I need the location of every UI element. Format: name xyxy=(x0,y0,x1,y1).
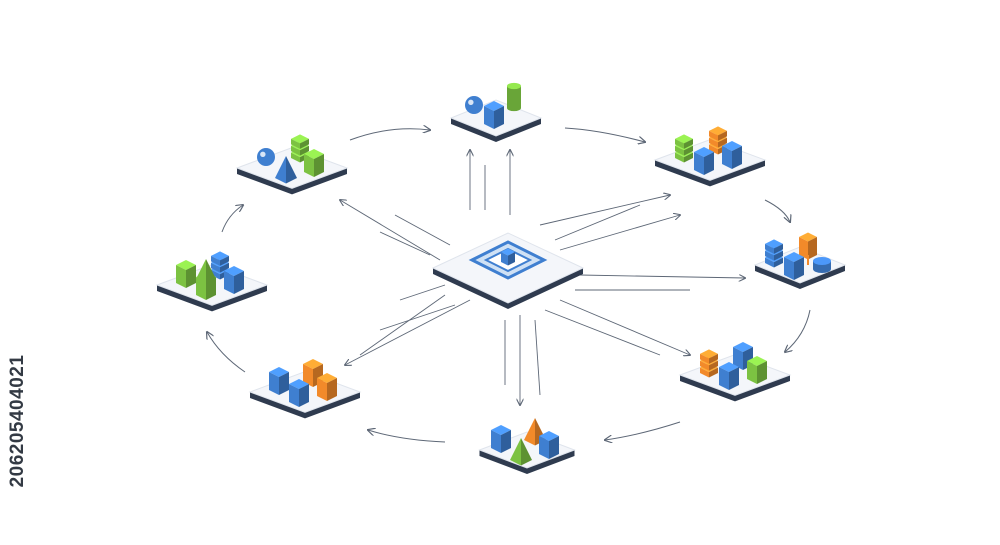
orange-stack-icon-layer xyxy=(709,126,727,141)
platform-side xyxy=(680,375,790,402)
platform-side xyxy=(237,168,347,195)
spoke-line xyxy=(379,231,431,256)
blue-cube-icon xyxy=(289,379,309,407)
blue-cube-icon xyxy=(722,141,742,169)
green-cube-icon xyxy=(304,149,324,177)
node-top-left xyxy=(235,134,349,195)
blue-cube-icon xyxy=(269,367,289,395)
spoke-line xyxy=(379,304,456,331)
blue-pyramid-icon xyxy=(275,156,297,184)
ring-arrow xyxy=(764,199,790,222)
orange-stack-icon-layer xyxy=(700,349,718,364)
stacked-cube-icon xyxy=(501,248,515,266)
blue-box-icon xyxy=(719,362,739,390)
green-cube-icon xyxy=(176,260,196,288)
ring-arrow xyxy=(207,332,246,373)
green-cylinder-icon xyxy=(507,82,521,112)
spoke-line xyxy=(359,294,446,356)
spoke-line xyxy=(539,195,670,226)
green-stack-icon-layer xyxy=(291,134,309,149)
stock-id-label: 206205404021 xyxy=(7,354,28,488)
node-right xyxy=(753,232,847,289)
spoke-line xyxy=(399,284,446,301)
blue-ring-icon xyxy=(465,96,483,114)
spoke-line xyxy=(554,204,641,241)
node-bottom xyxy=(478,418,576,474)
node-bottom-left xyxy=(248,359,362,419)
green-house-icon-roof xyxy=(196,259,216,284)
spoke-line xyxy=(340,200,441,261)
blue-cube-icon xyxy=(484,101,504,129)
central-hub xyxy=(431,232,585,309)
hub-spoke-lines xyxy=(340,150,745,405)
node-left xyxy=(155,251,269,312)
blue-cube-icon xyxy=(491,425,511,453)
blue-cube-icon xyxy=(784,252,804,280)
ring-arrow xyxy=(605,421,681,440)
ring-arrow xyxy=(785,309,811,352)
spoke-line xyxy=(534,319,541,396)
spoke-line xyxy=(559,215,680,251)
blue-box-icon xyxy=(694,147,714,175)
blue-cube-icon xyxy=(224,266,244,294)
platform-side xyxy=(655,160,765,187)
platform-side xyxy=(479,450,575,474)
platform-side xyxy=(250,392,360,419)
ring-arrow xyxy=(349,129,430,141)
node-top xyxy=(449,82,543,142)
platform-side xyxy=(755,265,845,289)
spoke-line xyxy=(394,214,451,246)
blue-stack-icon-layer xyxy=(765,239,783,254)
orange-tag-icon xyxy=(799,232,817,265)
blue-stack-icon-layer xyxy=(211,251,229,266)
green-stack-icon-layer xyxy=(675,134,693,149)
spoke-line xyxy=(345,299,471,365)
blue-sphere-icon xyxy=(257,148,275,166)
blue-cube-icon xyxy=(539,431,559,459)
hub-platform xyxy=(431,232,585,309)
node-platforms xyxy=(155,82,847,474)
orange-cube-icon xyxy=(317,373,337,401)
ring-arrow xyxy=(564,127,645,142)
blue-stack-icon xyxy=(765,239,783,268)
platform-side xyxy=(157,285,267,312)
blue-disc-icon xyxy=(813,256,831,274)
green-stack-icon xyxy=(291,134,309,163)
ring-arrow xyxy=(221,205,243,233)
node-bottom-right xyxy=(678,342,792,402)
orange-stack-icon xyxy=(700,349,718,378)
green-house-icon xyxy=(196,259,216,300)
green-box-icon xyxy=(747,356,767,384)
orange-cube-icon xyxy=(303,359,323,387)
ring-arrow xyxy=(368,430,446,443)
ring-arrows xyxy=(207,127,811,443)
green-stack-icon xyxy=(675,134,693,163)
node-top-right xyxy=(653,126,767,187)
spoke-line xyxy=(559,299,690,355)
platform-side xyxy=(451,118,541,142)
green-pyramid-icon xyxy=(510,438,532,466)
spoke-line xyxy=(544,309,661,356)
spoke-line xyxy=(579,275,745,278)
